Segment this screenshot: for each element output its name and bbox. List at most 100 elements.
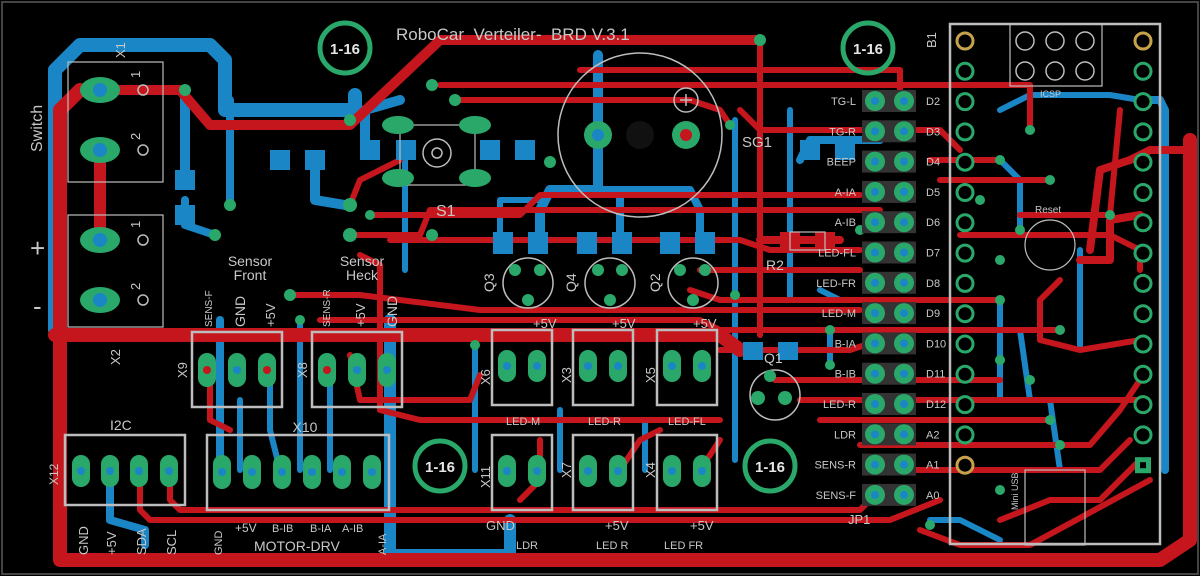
nano-pin — [1133, 122, 1153, 142]
header-hole — [871, 218, 879, 227]
pin-sens-r-5v: +5V — [353, 303, 368, 327]
header-hole — [900, 278, 908, 287]
label-x3: X3 — [559, 367, 574, 383]
arduino-b1 — [948, 22, 1162, 546]
header-right-label: A2 — [926, 429, 939, 441]
header-right-label: A0 — [926, 490, 939, 502]
header-left-label: LED-R — [823, 399, 856, 411]
header-hole — [900, 187, 908, 196]
label-q1: Q1 — [764, 350, 783, 366]
header-left-label: A-IA — [835, 187, 857, 199]
header-hole — [900, 460, 908, 469]
nano-pin — [1133, 395, 1153, 415]
label-sg1: SG1 — [742, 134, 772, 151]
nano-pin — [955, 31, 975, 51]
nano-pin — [955, 334, 975, 354]
motor-pin-5v: +5V — [235, 521, 257, 535]
header-hole — [871, 400, 879, 408]
i2c-pin-sda: SDA — [134, 528, 149, 555]
label-x4: X4 — [643, 462, 658, 478]
label-x7: X7 — [559, 462, 574, 478]
label-mini-usb: Mini USB — [1010, 472, 1020, 510]
header-hole — [871, 369, 879, 378]
motor-pin-gnd: GND — [213, 531, 225, 556]
nano-pin — [1133, 425, 1153, 445]
mounting-holes — [317, 20, 896, 494]
header-right-label: D12 — [926, 399, 946, 411]
nano-pin — [1133, 61, 1153, 81]
label-jp1: JP1 — [848, 512, 870, 527]
label-x6: X6 — [478, 369, 493, 385]
plus5v-x3: +5V — [612, 316, 636, 331]
header-hole — [900, 127, 908, 136]
x1-pin-2: 2 — [128, 133, 143, 140]
label-bottom-led-r: LED R — [596, 540, 628, 552]
pin-sens-f-gnd: GND — [232, 296, 248, 327]
vias — [179, 34, 1115, 530]
header-jp1 — [862, 90, 916, 506]
label-minus: - — [33, 291, 42, 321]
sensor-connectors — [190, 330, 404, 409]
header-hole — [871, 490, 879, 499]
header-left-label: LDR — [834, 429, 856, 441]
pin-sens-r-gnd: GND — [384, 296, 400, 327]
icsp-pin — [1045, 61, 1065, 81]
label-x5: X5 — [643, 367, 658, 383]
nano-pin — [955, 213, 975, 233]
label-q2: Q2 — [647, 273, 663, 292]
header-hole — [871, 127, 879, 136]
nano-pin — [955, 425, 975, 445]
i2c-pin-gnd: GND — [76, 526, 91, 555]
nano-pin — [955, 122, 975, 142]
nano-pin — [1133, 31, 1153, 51]
header-hole — [900, 430, 908, 439]
motor-pin-aib: A-IB — [342, 523, 363, 535]
smd-pads — [175, 140, 855, 225]
led-connectors-bottom — [490, 433, 719, 512]
nano-pin — [955, 304, 975, 324]
label-x12: X12 — [47, 463, 61, 485]
icsp-pin — [1015, 61, 1035, 81]
label-led-fl: LED-FL — [668, 416, 706, 428]
motor-header-x10 — [205, 433, 391, 512]
header-right-label: D9 — [926, 308, 940, 320]
label-motor-drv: MOTOR-DRV — [254, 538, 340, 554]
terminal-x1 — [67, 61, 164, 328]
icsp-pin — [1075, 61, 1095, 81]
header-hole — [900, 369, 908, 378]
header-right-label: D4 — [926, 157, 940, 169]
header-left-label: B-IB — [835, 369, 856, 381]
plus5v-x6: +5V — [533, 316, 557, 331]
label-plus: + — [30, 233, 45, 263]
label-bottom-led-fr: LED FR — [664, 540, 703, 552]
header-right-label: D8 — [926, 278, 940, 290]
nano-pin — [955, 152, 975, 172]
nano-pin — [955, 395, 975, 415]
mount-label-2: 1-16 — [853, 41, 883, 58]
label-x1: X1 — [113, 42, 128, 58]
header-hole — [900, 248, 908, 257]
header-hole — [871, 97, 879, 105]
label-b1: B1 — [924, 32, 939, 48]
board-title: RoboCar Verteiler- BRD V.3.1 — [396, 25, 630, 44]
label-sensor-front-2: Front — [234, 267, 267, 283]
nano-pin — [955, 273, 975, 293]
header-right-label: D2 — [926, 96, 940, 108]
mount-label-3: 1-16 — [425, 459, 455, 476]
nano-pin — [1133, 92, 1153, 112]
nano-pin — [1133, 243, 1153, 263]
header-right-label: D7 — [926, 248, 940, 260]
switch-s1 — [382, 116, 491, 187]
label-led-m: LED-M — [506, 416, 540, 428]
header-hole — [900, 157, 908, 166]
motor-pin-bia: B-IA — [310, 523, 332, 535]
led-connectors-top — [490, 328, 719, 407]
header-hole — [871, 278, 879, 287]
header-hole — [871, 248, 879, 257]
plus5v-x5: +5V — [693, 316, 717, 331]
nano-pin — [1133, 183, 1153, 202]
header-right-label: A1 — [926, 460, 939, 472]
